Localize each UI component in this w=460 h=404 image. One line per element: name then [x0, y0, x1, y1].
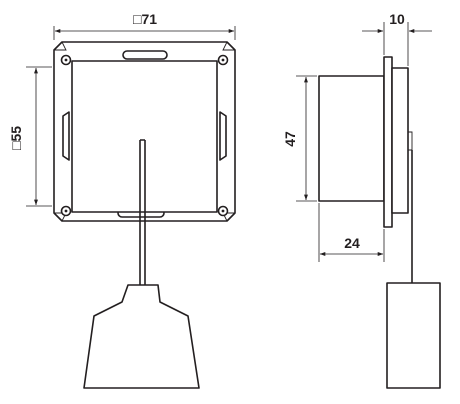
dim-label-side-depth-rear: 24: [344, 235, 360, 251]
side-cord-slot: [408, 131, 413, 151]
screw-hole-bottom-right: [217, 205, 229, 217]
dim-label-side-height: 47: [282, 131, 298, 147]
side-view: 10 47 24: [282, 11, 441, 389]
side-rocker: [391, 67, 409, 214]
pull-handle: [83, 284, 200, 389]
top-clip: [122, 50, 168, 60]
screw-hole-top-right: [217, 54, 229, 66]
side-pull-handle: [386, 282, 441, 389]
screw-hole-top-left: [60, 54, 72, 66]
pull-cord: [139, 139, 146, 287]
dim-label-frame-width: □71: [133, 11, 157, 27]
screw-hole-bottom-left: [60, 205, 72, 217]
side-body: [318, 75, 385, 202]
left-clip: [62, 111, 70, 161]
frame-notch: [54, 41, 67, 51]
dim-label-side-depth-total: 10: [389, 11, 405, 27]
dim-label-insert-height: □55: [8, 126, 24, 150]
side-cover-plate: [383, 56, 393, 228]
frame-notch: [222, 41, 235, 51]
right-clip: [219, 111, 227, 161]
front-view: □71 □55: [8, 11, 236, 389]
